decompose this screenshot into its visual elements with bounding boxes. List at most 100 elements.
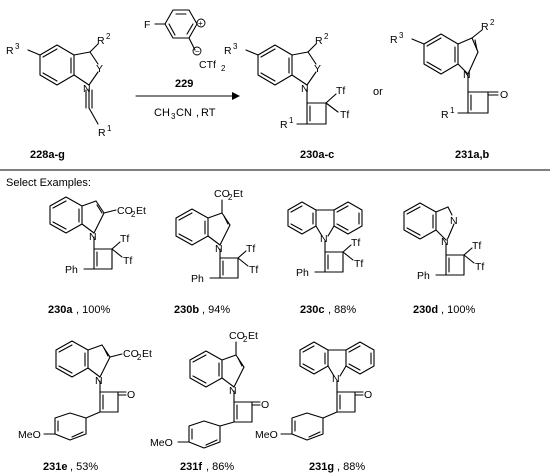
compound-id: 231g [309, 461, 334, 473]
conditions-solvent-tail: CN [176, 107, 192, 119]
meo-label: MeO [255, 429, 278, 441]
product-tf2-label: Tf [340, 109, 349, 121]
product2-n-label: N [463, 69, 471, 81]
co2et-sub: 2 [243, 335, 248, 344]
conditions-solvent-main: CH [154, 107, 170, 119]
co2et-b: Et [142, 348, 152, 360]
co2et-sub: 2 [228, 193, 233, 202]
n-atom: N [89, 231, 97, 243]
meo-label: MeO [18, 429, 41, 441]
or-text: or [373, 86, 383, 98]
co2et-b: Et [233, 188, 243, 200]
product-230: R 3 R 2 Y N Tf Tf R 1 230a-c [224, 32, 349, 161]
compound-id: 230b [174, 304, 199, 316]
tf-label: Tf [472, 240, 481, 252]
select-examples-title: Select Examples: [6, 177, 91, 189]
ctf2-sub: 2 [221, 64, 226, 73]
example-230b: CO 2 Et N Tf Tf Ph 230b , 94% [174, 188, 258, 316]
ctf2-label: CTf [199, 59, 216, 71]
ph-label: Ph [296, 267, 309, 279]
product2-r3-sup: 3 [399, 31, 404, 40]
yield: , 100% [441, 304, 475, 316]
conditions-temp-value: RT [201, 107, 216, 119]
n-atom: N [215, 243, 223, 255]
product-r1-sup: 1 [289, 116, 294, 125]
product2-r1-label: R [441, 109, 449, 121]
tf-label: Tf [120, 233, 129, 245]
n-atom: N [441, 236, 449, 248]
ph-label: Ph [191, 273, 204, 285]
co2et-a: CO [117, 205, 133, 217]
product-r3-label: R [224, 45, 232, 57]
tf-label: Tf [123, 255, 132, 267]
yield: , 53% [70, 461, 98, 473]
reaction-arrow: CH 3 CN , RT [135, 92, 240, 121]
y-label: Y [96, 63, 103, 75]
minus-sign: − [195, 47, 200, 56]
product2-r2-label: R [481, 21, 489, 33]
co2et-sub: 2 [131, 210, 136, 219]
o-atom: O [261, 399, 269, 411]
product2-o-label: O [500, 89, 508, 101]
example-230c: N Tf Tf Ph 230c , 88% [287, 201, 363, 316]
compound-id-229: 229 [175, 78, 193, 90]
co2et-b: Et [136, 205, 146, 217]
r1-sup: 1 [107, 124, 112, 133]
yield: , 88% [337, 461, 365, 473]
reagent-229: F + − CTf 2 229 [144, 9, 226, 90]
plus-sign: + [198, 19, 203, 28]
n-label: N [83, 83, 91, 95]
r2-label: R [97, 35, 105, 47]
co2et-a: CO [123, 348, 139, 360]
product-231: R 3 R 2 N O R 1 231a,b [390, 18, 508, 161]
n-atom: N [229, 385, 237, 397]
tf-label: Tf [354, 258, 363, 270]
o-atom: O [364, 389, 372, 401]
compound-id: 231e [43, 461, 67, 473]
tf-label: Tf [249, 264, 258, 276]
conditions-temp: , [196, 107, 199, 119]
ph-label: Ph [417, 270, 430, 282]
compound-id-231: 231a,b [455, 149, 490, 161]
co2et-sub: 2 [137, 353, 142, 362]
n-atom: N [320, 233, 328, 245]
compound-id: 230a [48, 304, 73, 316]
product-n-label: N [301, 83, 309, 95]
starting-material-228: R 3 R 2 Y N R 1 228a-g [6, 32, 112, 161]
product-y-label: Y [314, 63, 321, 75]
co2et-a: CO [214, 188, 230, 200]
r3-label: R [6, 45, 14, 57]
example-231e: CO 2 Et N O MeO 231e , 53% [18, 340, 152, 473]
compound-id: 230d [413, 304, 438, 316]
r1-label: R [98, 127, 106, 139]
yield: , 88% [328, 304, 356, 316]
meo-label: MeO [150, 437, 173, 449]
compound-id-230: 230a-c [300, 149, 334, 161]
product-r3-sup: 3 [233, 42, 238, 51]
yield: , 94% [202, 304, 230, 316]
product-r1-label: R [280, 119, 288, 131]
yield: , 86% [206, 461, 234, 473]
tf-label: Tf [475, 261, 484, 273]
plus-charge-icon [196, 18, 206, 28]
compound-id: 231f [180, 461, 202, 473]
r2-sup: 2 [106, 32, 111, 41]
example-231f: CO 2 Et N O MeO 231f , 86% [150, 330, 269, 473]
example-230d: N N Tf Tf Ph 230d , 100% [403, 202, 484, 316]
tf-label: Tf [351, 237, 360, 249]
product2-r1-sup: 1 [450, 106, 455, 115]
yield: , 100% [76, 304, 110, 316]
r3-sup: 3 [15, 42, 20, 51]
co2et-a: CO [229, 330, 245, 342]
example-231g: N O MeO 231g , 88% [255, 341, 375, 473]
n-atom: N [332, 373, 340, 385]
n-atom: N [95, 375, 103, 387]
product-tf1-label: Tf [336, 85, 345, 97]
product2-r3-label: R [390, 34, 398, 46]
ph-label: Ph [65, 264, 78, 276]
o-atom: O [127, 389, 135, 401]
fluorine-atom: F [144, 19, 150, 31]
product2-r2-sup: 2 [490, 18, 495, 27]
product-r2-label: R [315, 35, 323, 47]
